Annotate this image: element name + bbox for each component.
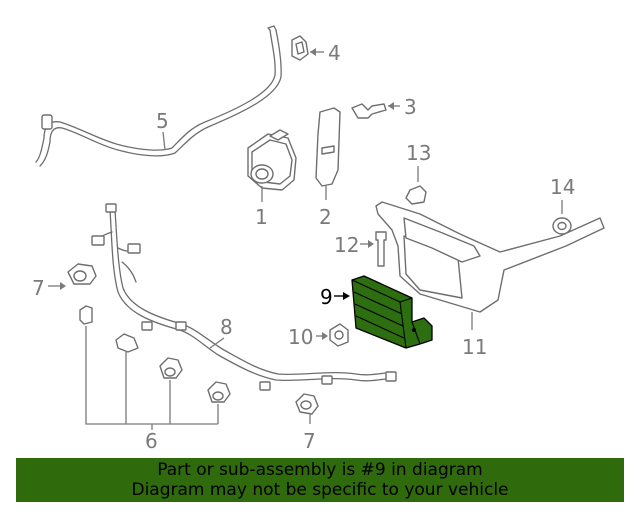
svg-text:9: 9 xyxy=(320,285,333,309)
callout-9: 9 xyxy=(320,285,350,309)
part-8-wire-harness[interactable] xyxy=(91,203,397,391)
callout-11: 11 xyxy=(462,312,487,359)
part-2-bracket[interactable] xyxy=(315,107,341,187)
part-12-bolt[interactable] xyxy=(375,231,387,267)
callout-10: 10 xyxy=(288,325,328,349)
callout-4: 4 xyxy=(310,41,341,65)
svg-text:2: 2 xyxy=(319,205,332,229)
callout-7-left: 7 xyxy=(32,276,66,300)
svg-text:14: 14 xyxy=(550,175,575,199)
banner-line-1: Part or sub-assembly is #9 in diagram xyxy=(157,460,483,480)
callout-12: 12 xyxy=(334,233,374,257)
callout-14: 14 xyxy=(550,175,575,214)
svg-text:7: 7 xyxy=(32,276,45,300)
callout-3: 3 xyxy=(388,95,417,119)
svg-text:4: 4 xyxy=(328,41,341,65)
highlight-notice-banner: Part or sub-assembly is #9 in diagram Di… xyxy=(16,458,624,502)
callout-5: 5 xyxy=(156,109,169,151)
svg-text:7: 7 xyxy=(303,429,316,453)
svg-text:11: 11 xyxy=(462,335,487,359)
svg-text:5: 5 xyxy=(156,109,169,133)
part-13-nut[interactable] xyxy=(405,185,427,205)
svg-text:3: 3 xyxy=(404,95,417,119)
part-1-camera[interactable] xyxy=(247,129,297,191)
svg-text:6: 6 xyxy=(145,429,158,453)
part-14-grommet[interactable] xyxy=(552,217,572,235)
part-7-sensor-right[interactable] xyxy=(295,393,319,415)
callout-8: 8 xyxy=(209,315,233,349)
svg-text:8: 8 xyxy=(220,315,233,339)
part-10-nut[interactable] xyxy=(329,323,349,347)
callout-6: 6 xyxy=(85,326,219,453)
part-4-clip[interactable] xyxy=(291,35,309,61)
part-5-wire-harness[interactable] xyxy=(35,25,282,167)
svg-text:10: 10 xyxy=(288,325,313,349)
banner-line-2: Diagram may not be specific to your vehi… xyxy=(131,480,509,500)
svg-text:13: 13 xyxy=(406,141,431,165)
part-7-sensor-left[interactable] xyxy=(67,263,97,285)
callout-2: 2 xyxy=(319,186,332,229)
part-6-sensor-brackets[interactable] xyxy=(79,305,231,403)
svg-text:1: 1 xyxy=(255,205,268,229)
part-9-radar-module[interactable] xyxy=(351,275,433,349)
callout-7-right: 7 xyxy=(303,414,316,453)
part-11-radar-bracket[interactable] xyxy=(375,201,605,313)
parts-diagram: 5 4 3 1 2 xyxy=(32,25,605,453)
callout-13: 13 xyxy=(406,141,431,182)
part-3-bolt[interactable] xyxy=(351,103,387,119)
callout-1: 1 xyxy=(255,186,268,229)
svg-text:12: 12 xyxy=(334,233,359,257)
